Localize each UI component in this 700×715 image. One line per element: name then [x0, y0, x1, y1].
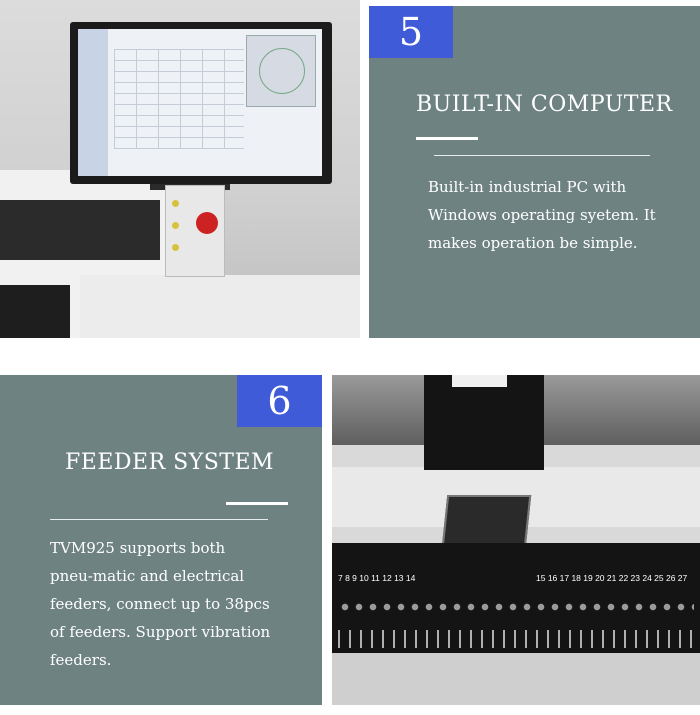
machine-floor [332, 653, 700, 705]
indicator-light [172, 222, 179, 229]
section-6-panel [0, 375, 322, 705]
machine-base [80, 275, 360, 338]
section-5-divider [434, 155, 650, 156]
software-sidebar [78, 29, 108, 176]
camera-view [246, 35, 316, 107]
section-5-number-badge: 5 [369, 6, 453, 58]
section-6-accent-bar [226, 502, 288, 505]
feeder-system-photo: 7 8 9 10 11 12 13 14 15 16 17 18 19 20 2… [332, 375, 700, 705]
section-5-description: Built-in industrial PC with Windows oper… [428, 178, 656, 252]
feeder-bank [0, 285, 70, 338]
head-label-plate [452, 375, 507, 387]
feeder-numbers-left: 7 8 9 10 11 12 13 14 [338, 573, 416, 583]
section-6-description: TVM925 supports both pneu-matic and elec… [50, 539, 271, 669]
emergency-stop-button [196, 212, 218, 234]
section-5-heading: BUILT-IN COMPUTER [416, 92, 673, 117]
indicator-light [172, 244, 179, 251]
software-parameter-grid [114, 49, 244, 149]
indicator-light [172, 200, 179, 207]
software-screen [78, 29, 322, 176]
section-6-divider [50, 519, 268, 520]
feeder-numbers-right: 15 16 17 18 19 20 21 22 23 24 25 26 27 [536, 573, 688, 583]
feeder-slots [338, 600, 694, 614]
section-6-heading: FEEDER SYSTEM [65, 450, 275, 475]
built-in-computer-photo [0, 0, 360, 338]
section-5-panel [369, 6, 700, 338]
monitor [70, 22, 332, 184]
placement-head [424, 375, 544, 470]
machine-gantry [0, 200, 160, 260]
control-panel [165, 185, 225, 277]
section-6-number-badge: 6 [237, 375, 322, 427]
section-5-accent-bar [416, 137, 478, 140]
feeder-connectors [338, 630, 694, 648]
